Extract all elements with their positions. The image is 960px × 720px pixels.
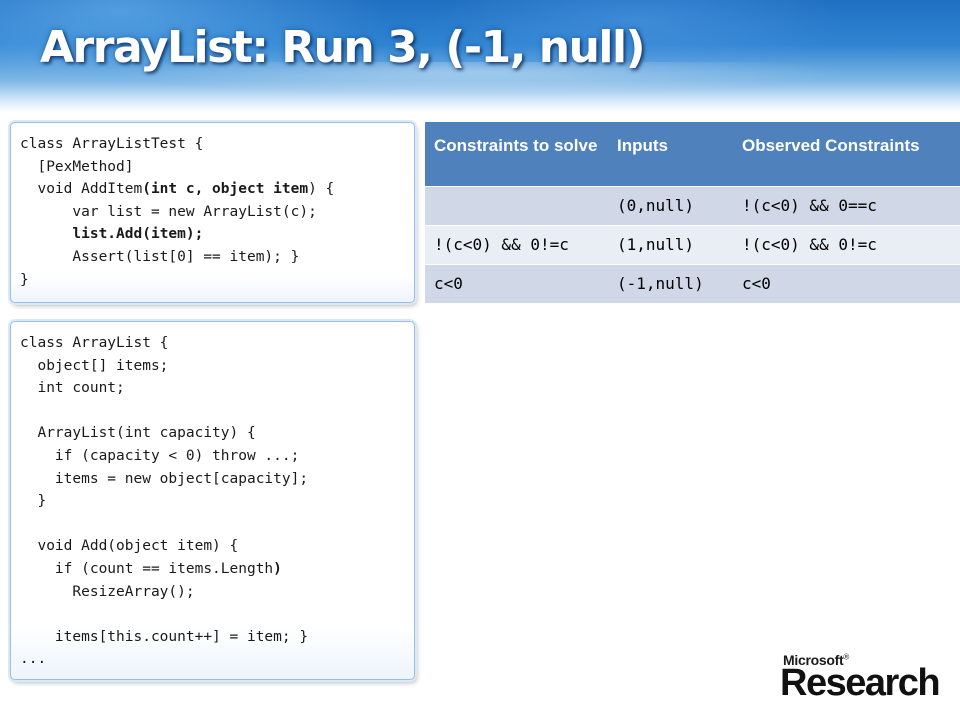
header-constraints-to-solve: Constraints to solve: [425, 122, 608, 186]
cell-observed: c<0: [733, 263, 960, 303]
cell-inputs: (-1,null): [608, 263, 733, 303]
header-inputs: Inputs: [608, 122, 733, 186]
table-header-row: Constraints to solve Inputs Observed Con…: [425, 122, 960, 186]
code-line: [PexMethod]: [20, 156, 414, 179]
code-token: }: [20, 271, 29, 288]
code-token: (int c, object item: [142, 181, 309, 198]
code-line: ArrayList(int capacity) {: [20, 422, 414, 445]
arraylist-code-listing: class ArrayList { object[] items; int co…: [20, 332, 414, 671]
table-row: c<0 (-1,null) c<0: [425, 263, 960, 303]
code-token: ArrayList(int capacity) {: [20, 425, 256, 442]
code-token: }: [20, 493, 47, 510]
logo-microsoft-text: Microsoft: [783, 652, 844, 668]
code-line: [20, 513, 414, 536]
code-token: ResizeArray();: [20, 583, 195, 600]
test-code-listing: class ArrayListTest { [PexMethod] void A…: [20, 133, 414, 291]
code-token: ...: [20, 651, 47, 668]
code-line: class ArrayList {: [20, 332, 414, 355]
slide-title: ArrayList: Run 3, (-1, null): [40, 22, 646, 73]
code-token: ): [273, 560, 282, 577]
title-banner: [0, 0, 960, 112]
microsoft-research-logo: Microsoft® Research: [780, 652, 941, 704]
code-line: Assert(list[0] == item); }: [20, 246, 414, 269]
arraylist-code-box: class ArrayList { object[] items; int co…: [10, 321, 415, 680]
code-line: void Add(object item) {: [20, 535, 414, 558]
code-token: void AddItem: [20, 181, 143, 198]
code-line: }: [20, 490, 414, 513]
code-token: class ArrayList {: [20, 335, 169, 351]
code-token: var list = new ArrayList(c);: [20, 203, 317, 220]
cell-observed: !(c<0) && 0!=c: [733, 224, 960, 264]
code-token: class ArrayListTest {: [20, 136, 204, 152]
code-line: object[] items;: [20, 355, 414, 378]
code-line: items[this.count++] = item; }: [20, 626, 414, 649]
cell-constraints: !(c<0) && 0!=c: [425, 224, 608, 264]
header-observed-constraints: Observed Constraints: [733, 122, 960, 186]
logo-research: Research: [780, 662, 941, 704]
code-line: ...: [20, 648, 414, 671]
code-line: if (count == items.Length): [20, 558, 414, 581]
code-line: items = new object[capacity];: [20, 468, 414, 491]
code-token: items = new object[capacity];: [20, 470, 309, 487]
cell-inputs: (1,null): [608, 224, 733, 264]
code-line: ResizeArray();: [20, 581, 414, 604]
code-line: }: [20, 269, 414, 292]
logo-registered-mark: ®: [843, 652, 849, 662]
constraints-table: Constraints to solve Inputs Observed Con…: [425, 122, 960, 303]
cell-constraints: [425, 185, 608, 225]
code-line: list.Add(item);: [20, 223, 414, 246]
test-code-box: class ArrayListTest { [PexMethod] void A…: [10, 122, 415, 303]
logo-microsoft: Microsoft®: [783, 652, 849, 668]
code-line: if (capacity < 0) throw ...;: [20, 445, 414, 468]
code-line: [20, 603, 414, 626]
code-token: void Add(object item) {: [20, 538, 239, 555]
code-line: void AddItem(int c, object item) {: [20, 178, 414, 201]
code-token: list.Add(item);: [72, 226, 204, 243]
table-row: (0,null) !(c<0) && 0==c: [425, 185, 960, 225]
code-line: int count;: [20, 377, 414, 400]
cell-constraints: c<0: [425, 263, 608, 303]
code-line: class ArrayListTest {: [20, 133, 414, 156]
code-token: if (capacity < 0) throw ...;: [20, 447, 300, 464]
cell-observed: !(c<0) && 0==c: [733, 185, 960, 225]
code-token: if (count == items.Length: [20, 560, 274, 577]
code-token: int count;: [20, 380, 125, 397]
table-row: !(c<0) && 0!=c (1,null) !(c<0) && 0!=c: [425, 224, 960, 264]
code-token: Assert(list[0] == item); }: [20, 248, 300, 265]
code-token: items[this.count++] = item; }: [20, 628, 309, 645]
cell-inputs: (0,null): [608, 185, 733, 225]
code-token: object[] items;: [20, 357, 169, 374]
code-token: ) {: [308, 181, 335, 198]
code-token: [PexMethod]: [20, 158, 134, 175]
banner-sheen: [0, 62, 960, 112]
code-line: var list = new ArrayList(c);: [20, 201, 414, 224]
code-token: [20, 226, 72, 242]
code-line: [20, 400, 414, 423]
